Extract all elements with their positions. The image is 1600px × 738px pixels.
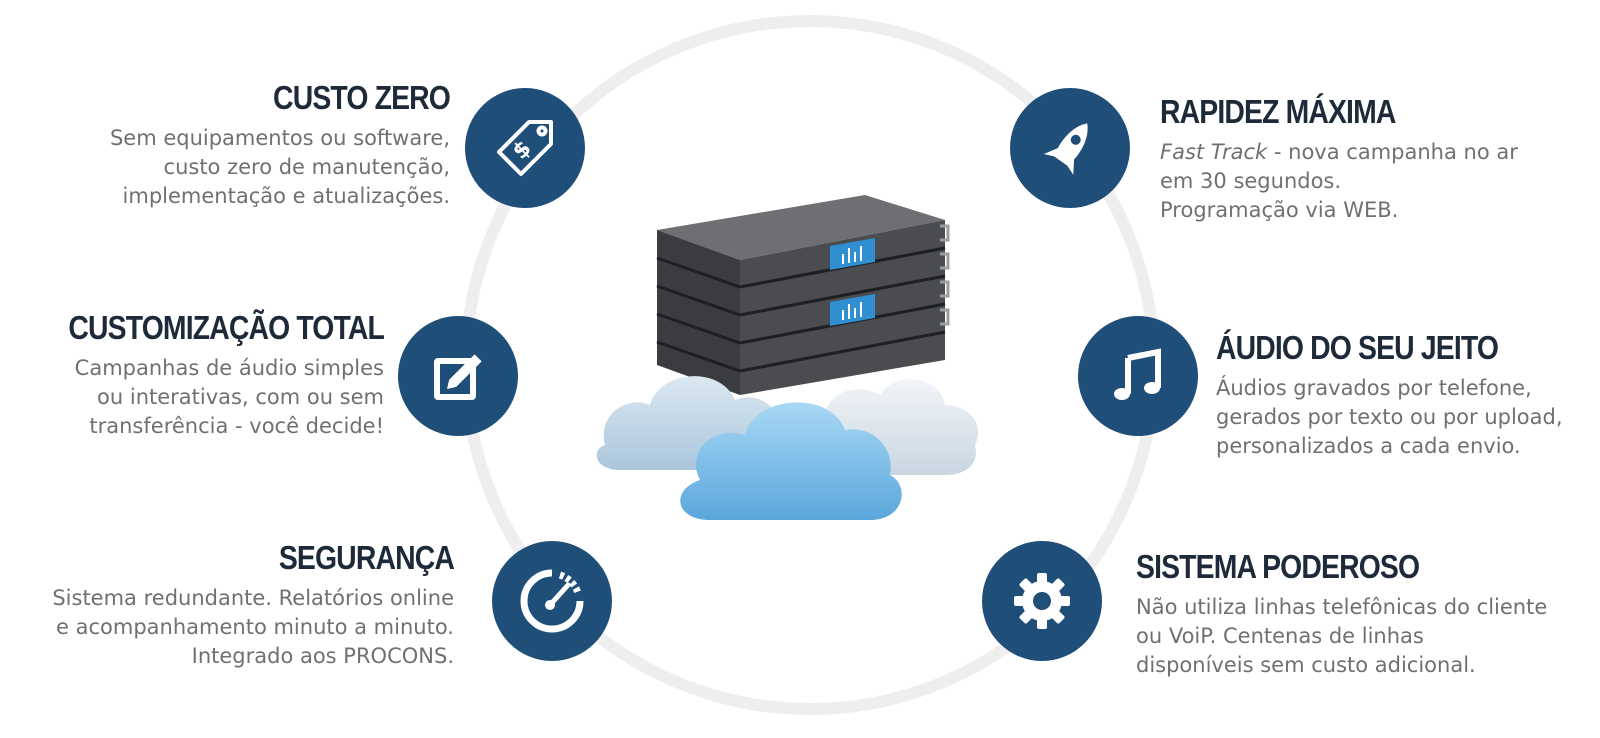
feature-title: CUSTO ZERO bbox=[273, 79, 451, 116]
feature-description: Não utiliza linhas telefônicas do client… bbox=[1136, 595, 1548, 677]
price-tag-dollar-icon: $ bbox=[465, 88, 585, 208]
edit-pencil-icon bbox=[398, 316, 518, 436]
feature-seguranca: SEGURANÇA Sistema redundante. Relatórios… bbox=[34, 538, 455, 671]
music-note-icon bbox=[1078, 316, 1198, 436]
feature-title: ÁUDIO DO SEU JEITO bbox=[1216, 329, 1499, 366]
feature-customizacao-total: CUSTOMIZAÇÃO TOTAL Campanhas de áudio si… bbox=[0, 308, 384, 441]
feature-title: SEGURANÇA bbox=[278, 539, 455, 576]
feature-sistema-poderoso: SISTEMA PODEROSO Não utiliza linhas tele… bbox=[1136, 547, 1556, 680]
feature-description: Áudios gravados por telefone, gerados po… bbox=[1216, 376, 1563, 458]
feature-rapidez-maxima: RAPIDEZ MÁXIMA Fast Track - nova campanh… bbox=[1160, 92, 1580, 225]
feature-title: CUSTOMIZAÇÃO TOTAL bbox=[68, 309, 384, 346]
rocket-icon bbox=[1010, 88, 1130, 208]
feature-custo-zero: CUSTO ZERO Sem equipamentos ou software,… bbox=[30, 78, 451, 211]
cloud-server-illustration bbox=[596, 195, 979, 520]
feature-audio-do-seu-jeito: ÁUDIO DO SEU JEITO Áudios gravados por t… bbox=[1216, 328, 1600, 461]
feature-description: Campanhas de áudio simples ou interativa… bbox=[74, 356, 384, 438]
feature-description: Sem equipamentos ou software, custo zero… bbox=[109, 126, 450, 208]
feature-title: SISTEMA PODEROSO bbox=[1136, 548, 1420, 585]
feature-description: Sistema redundante. Relatórios online e … bbox=[52, 586, 454, 668]
feature-description: Fast Track - nova campanha no ar em 30 s… bbox=[1160, 140, 1518, 222]
gear-icon bbox=[982, 541, 1102, 661]
feature-title: RAPIDEZ MÁXIMA bbox=[1160, 93, 1396, 130]
speedometer-icon bbox=[492, 541, 612, 661]
